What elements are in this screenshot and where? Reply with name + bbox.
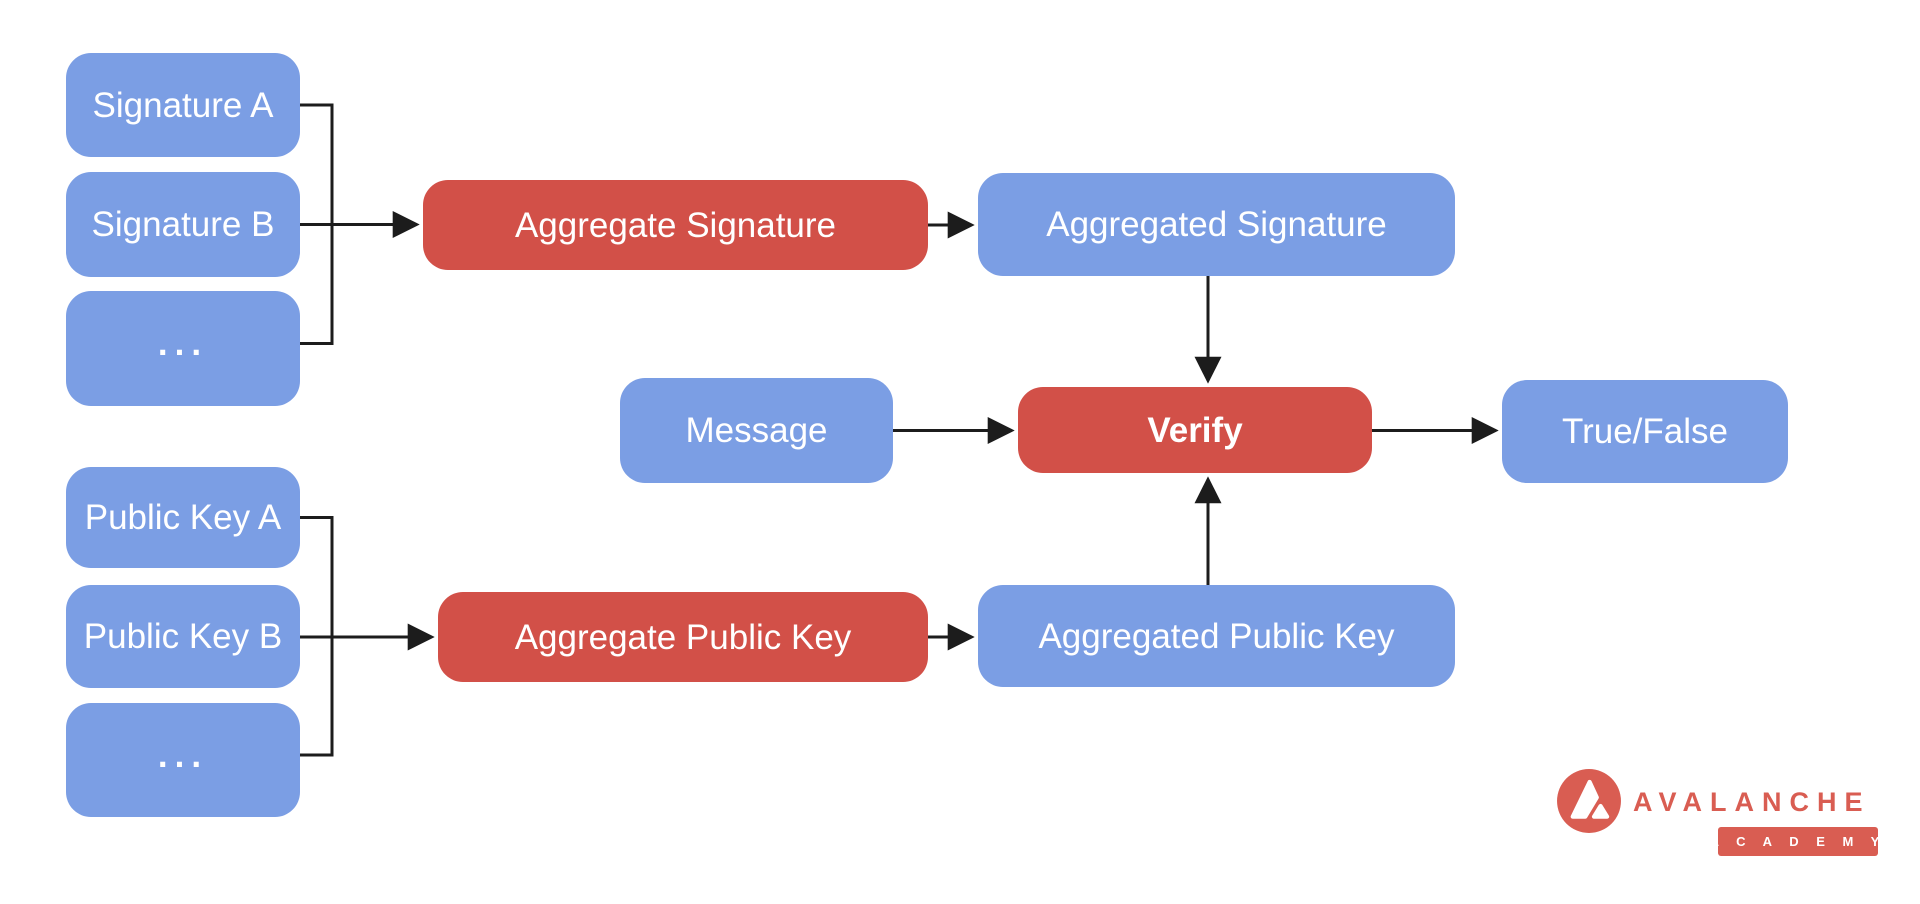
node-aggregated-public-key: Aggregated Public Key [978,585,1455,687]
node-public-key-b: Public Key B [66,585,300,688]
node-aggregated-signature: Aggregated Signature [978,173,1455,276]
node-verify: Verify [1018,387,1372,473]
academy-badge: A C A D E M Y [1710,827,1879,856]
avalanche-logo-icon [1557,769,1621,833]
avalanche-brand-text: AVALANCHE [1633,787,1871,817]
node-public-key-a: Public Key A [66,467,300,568]
node-message: Message [620,378,893,483]
node-aggregate-public-key: Aggregate Public Key [438,592,928,682]
node-signature-b: Signature B [66,172,300,277]
node-aggregate-signature: Aggregate Signature [423,180,928,270]
node-signature-ellipsis: ... [66,291,300,406]
node-public-key-ellipsis: ... [66,703,300,817]
node-true-false: True/False [1502,380,1788,483]
node-signature-a: Signature A [66,53,300,157]
